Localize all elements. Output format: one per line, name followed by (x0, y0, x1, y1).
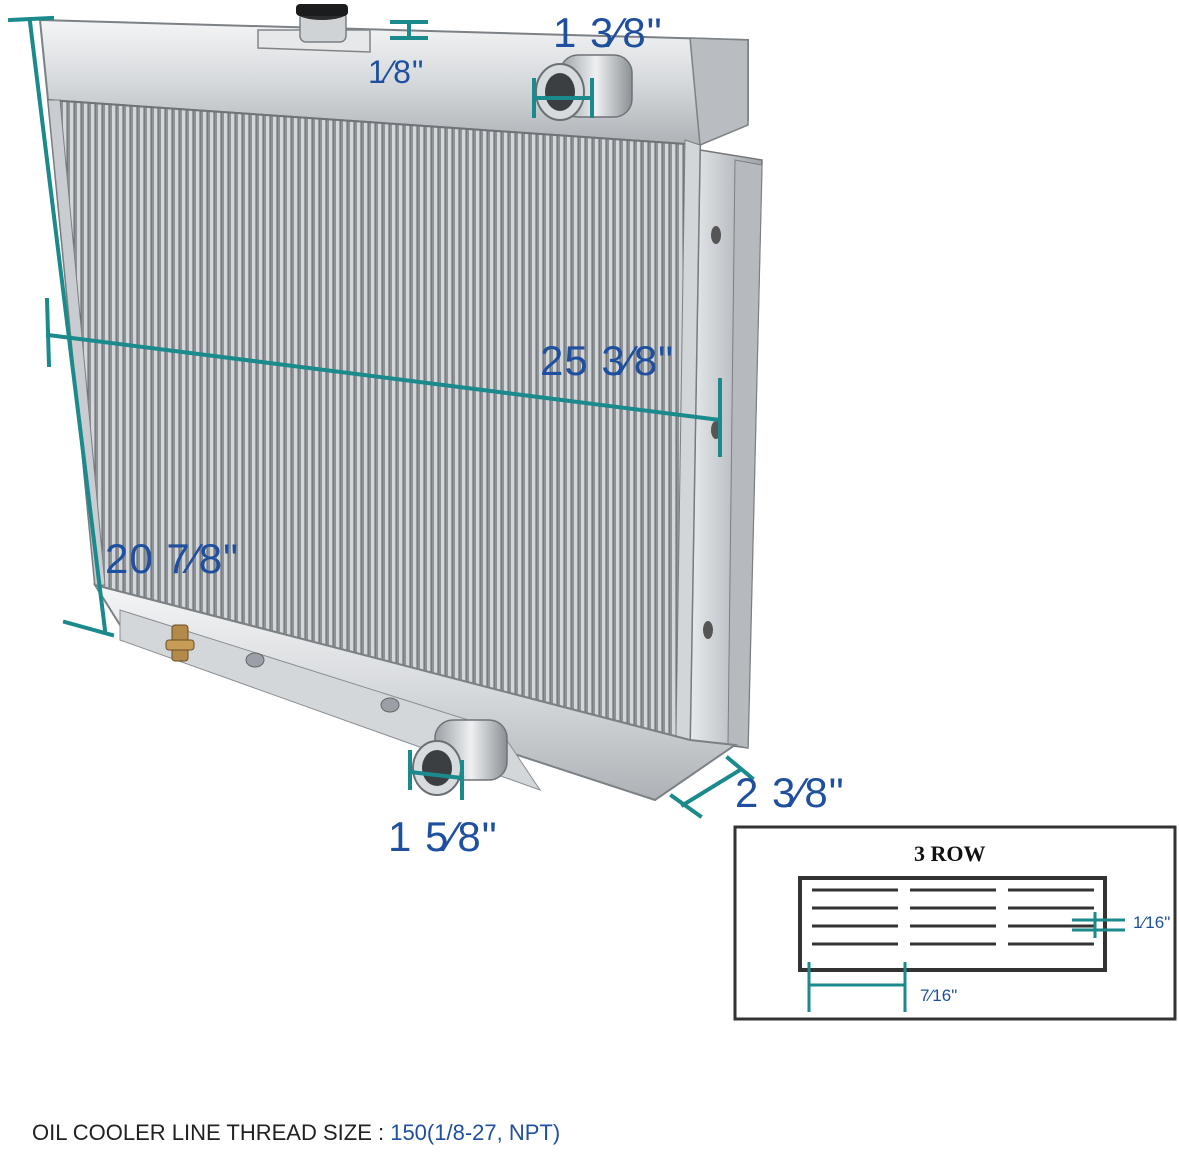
core-height-dimension-line (7, 15, 115, 638)
core-height-label: 20 7⁄8" (105, 535, 240, 582)
outlet-pipe (412, 719, 508, 796)
cap-height-label: 1⁄8" (368, 54, 425, 90)
side-bracket (689, 149, 763, 749)
core-width-dimension-line (44, 297, 723, 457)
cap-height-dimension-line (390, 20, 428, 40)
radiator-cap (257, 4, 371, 53)
tube-width-label: 7⁄16" (920, 986, 958, 1005)
thread-size-value: 150(1/8-27, NPT) (390, 1120, 561, 1145)
inlet-diameter-dimension-line (532, 78, 594, 118)
core-width-label: 25 3⁄8" (540, 337, 675, 384)
inlet-diameter-label: 1 3⁄8" (553, 9, 663, 56)
outlet-diameter-label: 1 5⁄8" (388, 813, 498, 860)
thread-size-note: OIL COOLER LINE THREAD SIZE : 150(1/8-27… (32, 1120, 560, 1146)
thread-size-label: OIL COOLER LINE THREAD SIZE : (32, 1120, 391, 1145)
outlet-diameter-dimension-line (407, 750, 465, 800)
core-thickness-dimension-line (669, 755, 755, 819)
tube-gap-label: 1⁄16" (1133, 913, 1171, 932)
row-diagram (733, 825, 1177, 1021)
row-diagram-title: 3 ROW (914, 841, 986, 866)
core-thickness-label: 2 3⁄8" (735, 769, 845, 816)
